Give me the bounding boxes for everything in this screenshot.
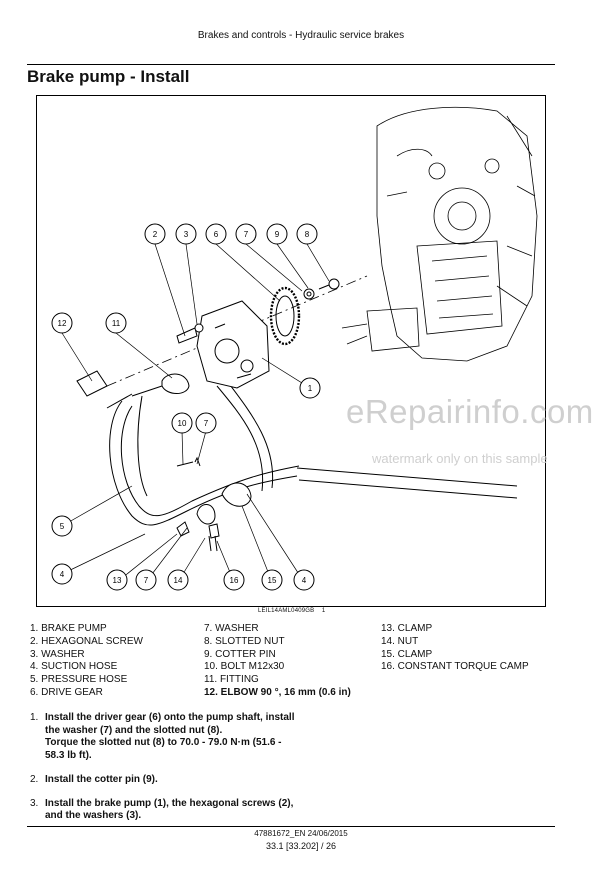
legend-item: 5. PRESSURE HOSE bbox=[30, 674, 128, 686]
callout-4b: 4 bbox=[293, 569, 315, 591]
callout-7c-label: 7 bbox=[144, 576, 149, 585]
figure-code-text: LEIL14AML0409GB bbox=[258, 608, 315, 614]
step-line: Install the driver gear (6) onto the pum… bbox=[45, 712, 295, 723]
step-line: 58.3 lb ft). bbox=[45, 750, 92, 762]
step-3: 3. Install the brake pump (1), the hexag… bbox=[30, 798, 550, 823]
legend-item: 13. CLAMP bbox=[381, 623, 433, 634]
step-text: Install the brake pump (1), the hexagona… bbox=[45, 798, 293, 823]
install-steps: 1. Install the driver gear (6) onto the … bbox=[30, 712, 550, 834]
callout-4: 4 bbox=[51, 563, 73, 585]
legend-item: 12. ELBOW 90 °, 16 mm (0.6 in) bbox=[204, 686, 351, 698]
callout-14: 14 bbox=[167, 569, 189, 591]
figure-number: 1 bbox=[321, 608, 326, 614]
callout-12: 12 bbox=[51, 312, 73, 334]
callouts: 2 3 6 7 9 8 12 11 1 10 7 5 4 13 7 14 16 … bbox=[51, 223, 321, 591]
step-line: Torque the slotted nut (8) to 70.0 - 79.… bbox=[45, 737, 282, 749]
figure-code: LEIL14AML0409GB 1 bbox=[258, 608, 325, 614]
footer-rule bbox=[27, 826, 555, 827]
callout-16: 16 bbox=[223, 569, 245, 591]
install-figure: 2 3 6 7 9 8 12 11 1 10 7 5 4 13 7 14 16 … bbox=[36, 95, 546, 607]
hoses bbox=[106, 380, 518, 526]
legend-item: 11. FITTING bbox=[204, 674, 259, 686]
legend-item: 15. CLAMP bbox=[381, 648, 433, 660]
callout-7b: 7 bbox=[195, 412, 217, 434]
legend-item: 8. SLOTTED NUT bbox=[204, 635, 285, 647]
legend-item: 16. CONSTANT TORQUE CAMP bbox=[381, 661, 529, 673]
footer-page-number: 33.1 [33.202] / 26 bbox=[265, 841, 337, 851]
step-text: Install the cotter pin (9). bbox=[45, 774, 158, 787]
callout-10: 10 bbox=[171, 412, 193, 434]
callout-9: 9 bbox=[266, 223, 288, 245]
callout-11-label: 11 bbox=[112, 319, 121, 328]
step-number: 1. bbox=[30, 712, 39, 723]
step-line: the washer (7) and the slotted nut (8). bbox=[45, 724, 223, 736]
callout-6-label: 6 bbox=[214, 230, 219, 239]
callout-8: 8 bbox=[296, 223, 318, 245]
legend-item: 2. HEXAGONAL SCREW bbox=[30, 635, 143, 647]
legend-item: 4. SUCTION HOSE bbox=[30, 661, 118, 673]
watermark-note: watermark only on this sample bbox=[372, 451, 548, 466]
callout-8-label: 8 bbox=[305, 230, 310, 239]
page-title: Brake pump - Install bbox=[27, 67, 190, 86]
legend-item: 9. COTTER PIN bbox=[204, 648, 276, 660]
callout-11: 11 bbox=[105, 312, 127, 334]
pump-body bbox=[196, 300, 270, 389]
callout-13: 13 bbox=[106, 569, 128, 591]
legend-item: 3. WASHER bbox=[30, 648, 85, 660]
callout-7c: 7 bbox=[135, 569, 157, 591]
callout-12-label: 12 bbox=[58, 319, 67, 328]
legend-item: 1. BRAKE PUMP bbox=[30, 623, 107, 634]
step-number: 3. bbox=[30, 797, 39, 809]
callout-16-label: 16 bbox=[230, 576, 239, 585]
step-text: Install the driver gear (6) onto the pum… bbox=[45, 712, 294, 763]
step-line: Install the brake pump (1), the hexagona… bbox=[45, 797, 294, 809]
step-1: 1. Install the driver gear (6) onto the … bbox=[30, 712, 550, 763]
callout-2-label: 2 bbox=[153, 230, 158, 239]
callout-7-label: 7 bbox=[244, 230, 249, 239]
legend-item: 6. DRIVE GEAR bbox=[30, 686, 103, 698]
watermark: eRepairinfo.com bbox=[346, 393, 594, 430]
legend-item: 7. WASHER bbox=[204, 623, 259, 634]
engine-housing bbox=[341, 106, 538, 362]
callout-7: 7 bbox=[235, 223, 257, 245]
header-rule bbox=[27, 64, 555, 65]
step-line: and the washers (3). bbox=[45, 810, 142, 822]
legend-column-2: 7. WASHER 8. SLOTTED NUT 9. COTTER PIN 1… bbox=[204, 623, 351, 700]
callout-7b-label: 7 bbox=[204, 419, 209, 428]
step-line: Install the cotter pin (9). bbox=[45, 773, 158, 785]
step-number: 2. bbox=[30, 773, 39, 785]
callout-10-label: 10 bbox=[178, 419, 187, 428]
callout-15-label: 15 bbox=[268, 576, 277, 585]
legend-item: 10. BOLT M12x30 bbox=[204, 661, 285, 673]
callout-15: 15 bbox=[261, 569, 283, 591]
small-parts bbox=[76, 278, 340, 552]
callout-1-label: 1 bbox=[308, 384, 313, 393]
callout-4b-label: 4 bbox=[302, 576, 307, 585]
callout-6: 6 bbox=[205, 223, 227, 245]
legend-item: 14. NUT bbox=[381, 635, 419, 647]
page-header: Brakes and controls - Hydraulic service … bbox=[197, 30, 405, 41]
callout-3: 3 bbox=[175, 223, 197, 245]
callout-4-label: 4 bbox=[60, 570, 65, 579]
callout-3-label: 3 bbox=[184, 230, 189, 239]
leader-lines bbox=[61, 243, 330, 583]
callout-9-label: 9 bbox=[275, 230, 280, 239]
callout-14-label: 14 bbox=[174, 576, 183, 585]
callout-1: 1 bbox=[299, 377, 321, 399]
footer-doc-id: 47881672_EN 24/06/2015 bbox=[254, 829, 348, 838]
step-2: 2. Install the cotter pin (9). bbox=[30, 774, 550, 787]
brake-pump-drawing: 2 3 6 7 9 8 12 11 1 10 7 5 4 13 7 14 16 … bbox=[51, 106, 538, 591]
callout-13-label: 13 bbox=[113, 576, 122, 585]
legend-column-1: 1. BRAKE PUMP 2. HEXAGONAL SCREW 3. WASH… bbox=[30, 623, 143, 700]
drive-gear bbox=[269, 286, 301, 346]
legend-column-3: 13. CLAMP 14. NUT 15. CLAMP 16. CONSTANT… bbox=[381, 623, 529, 674]
callout-2: 2 bbox=[144, 223, 166, 245]
callout-5-label: 5 bbox=[60, 522, 65, 531]
callout-5: 5 bbox=[51, 515, 73, 537]
